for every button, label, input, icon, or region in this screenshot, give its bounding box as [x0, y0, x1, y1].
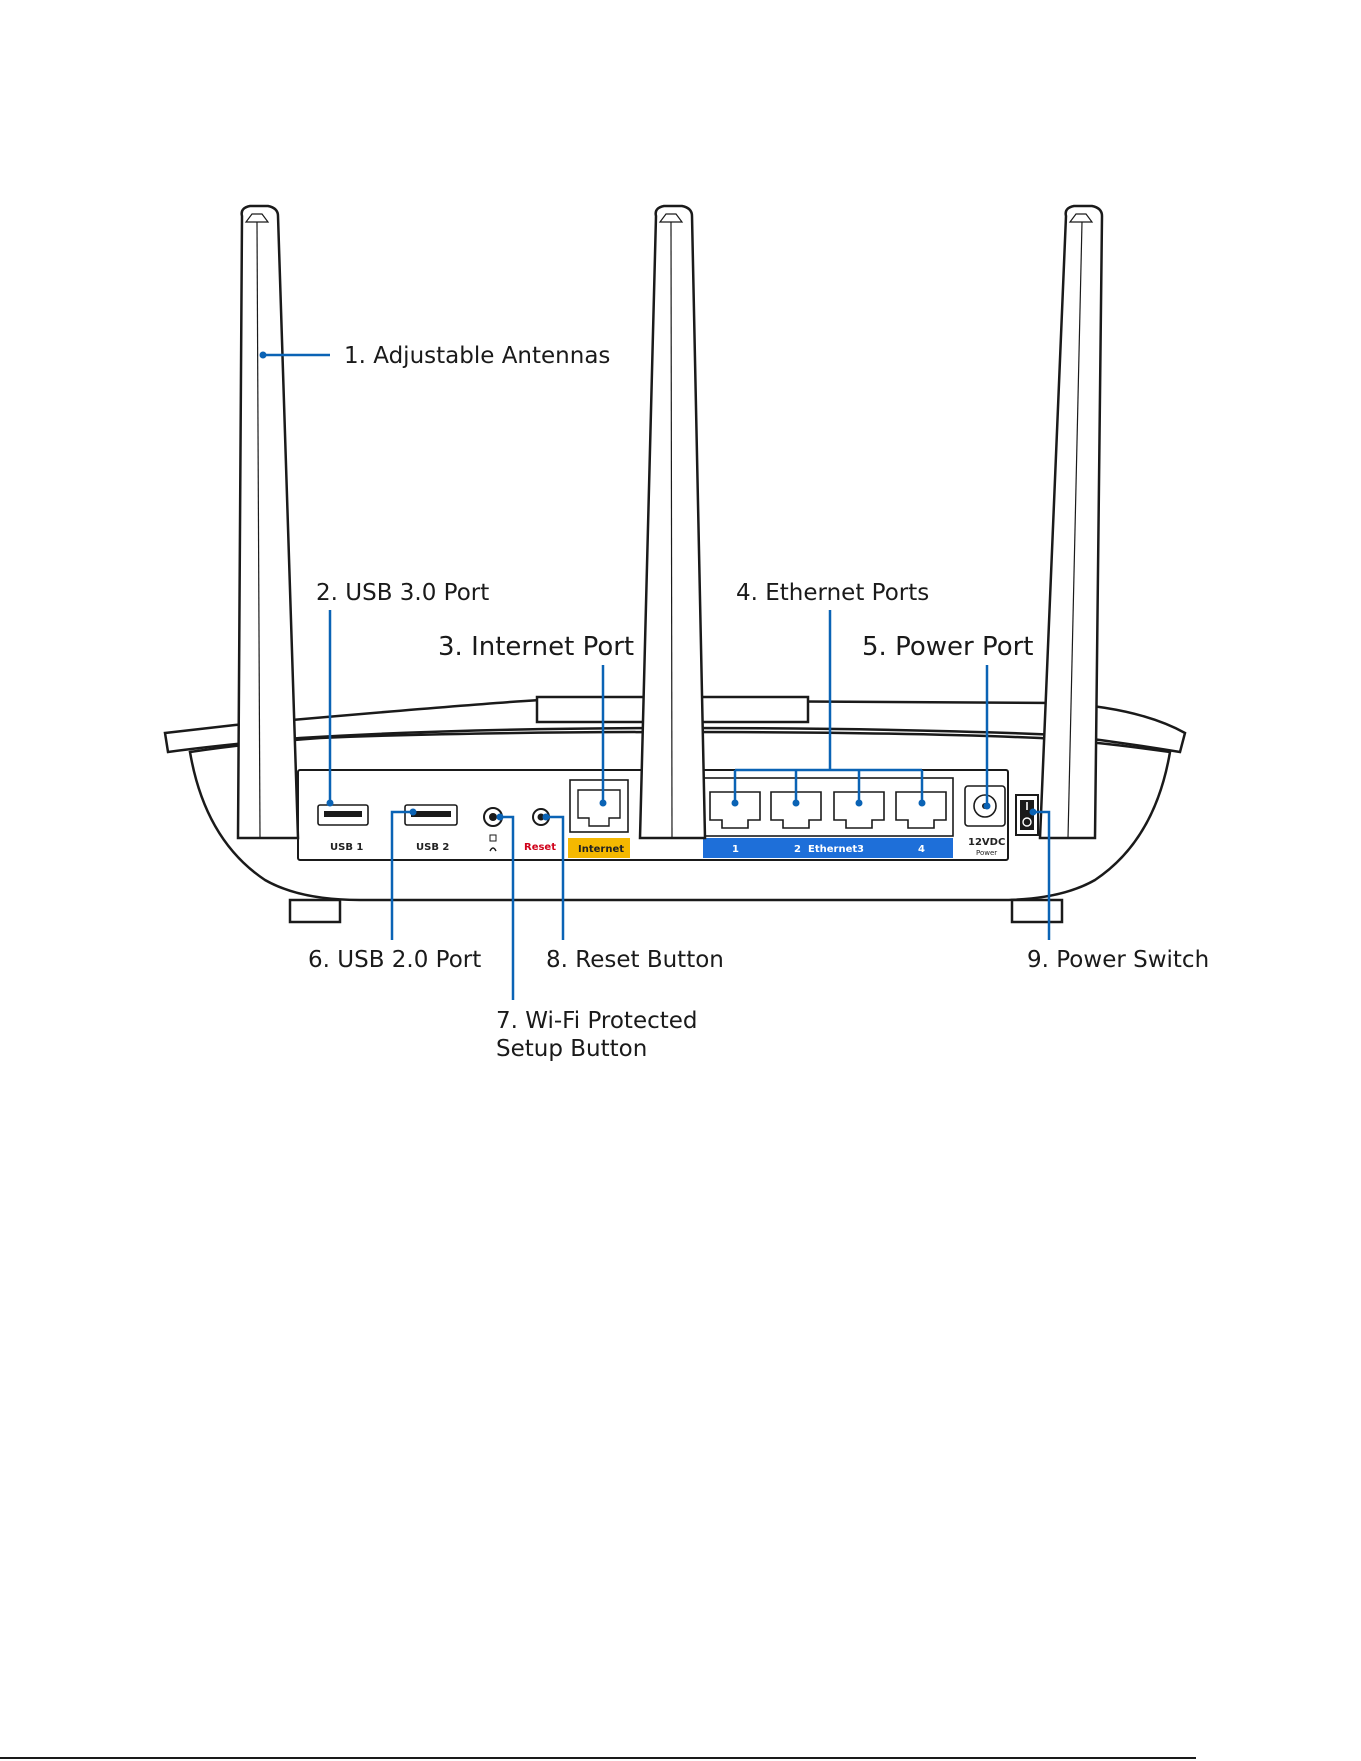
internet-port[interactable] — [570, 780, 628, 832]
antenna-left[interactable] — [238, 206, 298, 838]
callout-ethernet: 4. Ethernet Ports — [736, 580, 929, 606]
router-foot-right — [1012, 900, 1062, 922]
callout-wps-line2: Setup Button — [496, 1036, 647, 1062]
internet-label: Internet — [578, 844, 624, 855]
router-foot-left — [290, 900, 340, 922]
callout-power-port: 5. Power Port — [862, 632, 1034, 662]
callout-antennas: 1. Adjustable Antennas — [344, 343, 610, 369]
antenna-right[interactable] — [1040, 206, 1102, 838]
eth1-label: 1 — [732, 844, 739, 855]
callout-power-switch: 9. Power Switch — [1027, 947, 1209, 973]
usb1-port[interactable] — [318, 805, 368, 825]
power-12vdc-label: 12VDC — [968, 837, 1005, 848]
eth4-label: 4 — [918, 844, 925, 855]
eth3-label: 3 — [857, 844, 864, 855]
usb2-label: USB 2 — [416, 842, 449, 853]
callout-usb3: 2. USB 3.0 Port — [316, 580, 489, 606]
antenna-center[interactable] — [640, 206, 705, 838]
callout-internet: 3. Internet Port — [438, 632, 634, 662]
usb1-label: USB 1 — [330, 842, 363, 853]
ethernet-label: Ethernet — [808, 844, 857, 855]
eth2-label: 2 — [794, 844, 801, 855]
reset-label: Reset — [524, 842, 556, 853]
callout-wps-line1: 7. Wi-Fi Protected — [496, 1008, 698, 1034]
callout-reset: 8. Reset Button — [546, 947, 724, 973]
power-label: Power — [976, 849, 997, 857]
callout-usb2: 6. USB 2.0 Port — [308, 947, 481, 973]
